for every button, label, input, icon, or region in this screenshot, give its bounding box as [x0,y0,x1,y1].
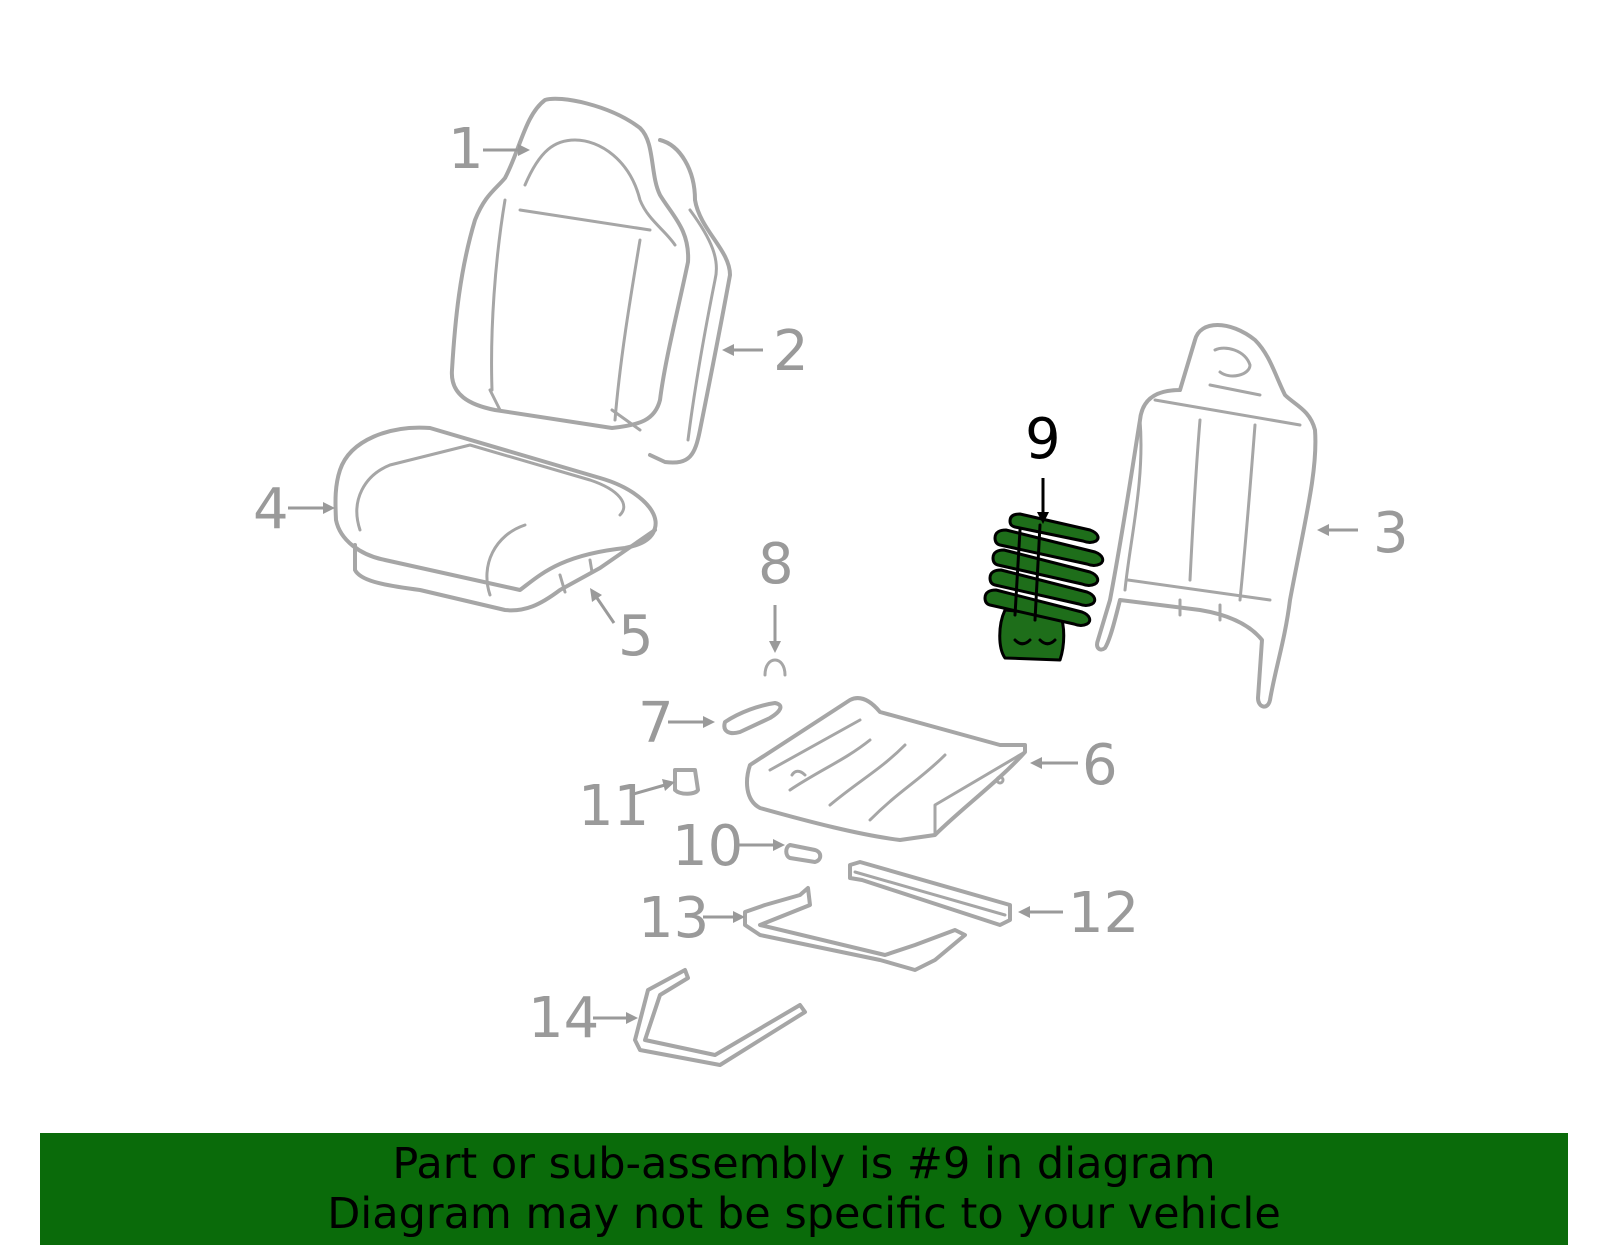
callout-8: 8 [758,532,794,597]
part-9-lumbar-support[interactable] [983,512,1105,662]
part-1-seat-back-cover[interactable] [449,96,691,432]
callout-14: 14 [528,986,599,1051]
info-banner: Part or sub-assembly is #9 in diagram Di… [40,1133,1568,1245]
banner-line-part: Part or sub-assembly is #9 in diagram [392,1139,1216,1189]
part-2-seat-back-pad[interactable] [648,138,732,465]
callout-10: 10 [672,814,743,879]
callout-labels: 1 2 3 4 5 6 7 8 9 10 11 12 13 14 [253,117,1409,1051]
part-14-wire[interactable] [633,968,807,1067]
callout-13: 13 [638,886,709,951]
callout-4: 4 [253,477,289,542]
part-12-seat-track[interactable] [848,860,1012,927]
part-8-clip[interactable] [763,658,787,677]
part-3-seat-back-frame[interactable] [1095,323,1318,709]
callout-7: 7 [638,691,674,756]
callout-3: 3 [1373,501,1409,566]
callout-12: 12 [1068,881,1139,946]
part-6-seat-cushion-frame[interactable] [745,696,1027,842]
part-11-knob[interactable] [673,768,700,796]
part-13-seat-track[interactable] [743,886,967,972]
banner-line-disclaimer: Diagram may not be specific to your vehi… [327,1189,1281,1239]
callout-1: 1 [448,117,484,182]
callout-arrows [288,144,1358,1024]
part-7-cover[interactable] [722,701,783,736]
callout-6: 6 [1082,733,1118,798]
part-10-bolt[interactable] [784,843,823,864]
part-4-seat-cushion-cover[interactable] [333,425,658,597]
callout-5: 5 [618,604,654,669]
lumbar-straps [983,512,1105,627]
part-5-seat-cushion-pad[interactable] [353,528,657,613]
callout-2: 2 [773,319,809,384]
callout-9: 9 [1025,407,1061,472]
callout-11: 11 [578,774,649,839]
